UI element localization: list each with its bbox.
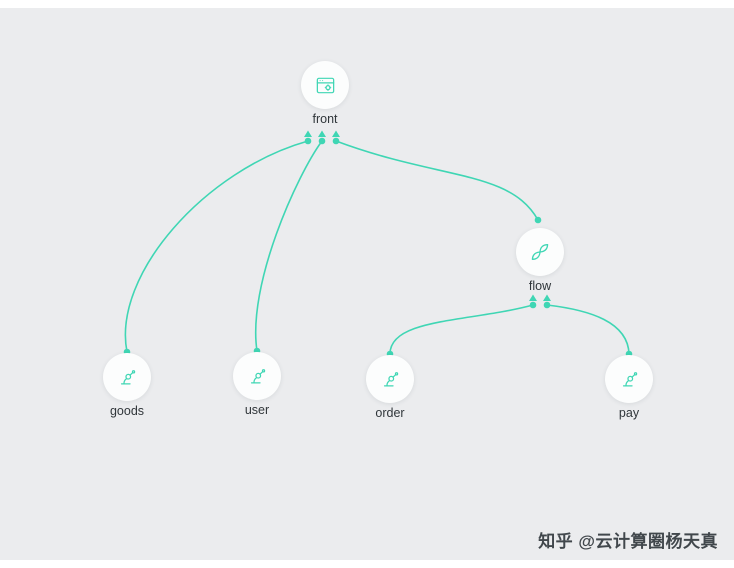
node-circle-flow[interactable] [516,228,564,276]
edge-target-dot [332,137,340,145]
edge-arrow-icon [318,130,326,137]
node-circle-pay[interactable] [605,355,653,403]
edge-arrow-icon [543,294,551,301]
node-label-user: user [244,403,270,417]
edge-target-dot [304,137,312,145]
node-order: order [366,355,414,419]
top-margin [0,0,734,8]
edge-line [335,140,539,221]
edge-target-dot [543,301,551,309]
node-circle-front[interactable] [301,61,349,109]
watermark-text: 知乎 @云计算圈杨天真 [538,532,718,551]
edge-line [546,304,630,355]
edge-target-dot [529,301,537,309]
node-label-pay: pay [618,406,640,420]
browser-icon [316,77,334,93]
bottom-margin [0,560,734,568]
node-circle-goods[interactable] [103,353,151,401]
edge-arrow-icon [529,294,537,301]
node-user: user [233,352,281,416]
edge-user-front [253,130,326,355]
edge-line [124,140,309,353]
edge-goods-front [123,130,312,356]
node-label-goods: goods [109,404,145,418]
edge-order-flow [386,294,537,358]
edge-arrow-icon [332,130,340,137]
service-icon [120,369,135,384]
flow-icon [531,244,549,260]
edge-source-dot [534,216,542,224]
edge-target-dot [318,137,326,145]
edge-arrow-icon [304,130,312,137]
node-pay: pay [605,355,653,419]
edge-pay-flow [543,294,633,358]
service-icon [383,371,398,386]
node-circle-order[interactable] [366,355,414,403]
edge-flow-front [332,130,542,224]
node-label-front: front [312,112,338,126]
node-flow: flow [516,228,564,292]
node-label-flow: flow [528,279,552,293]
node-circle-user[interactable] [233,352,281,400]
node-front: front [301,61,349,125]
service-icon [622,371,637,386]
edge-line [255,140,323,352]
node-label-order: order [375,406,405,420]
edge-line [389,304,534,355]
service-icon [250,368,265,383]
node-goods: goods [103,353,151,417]
